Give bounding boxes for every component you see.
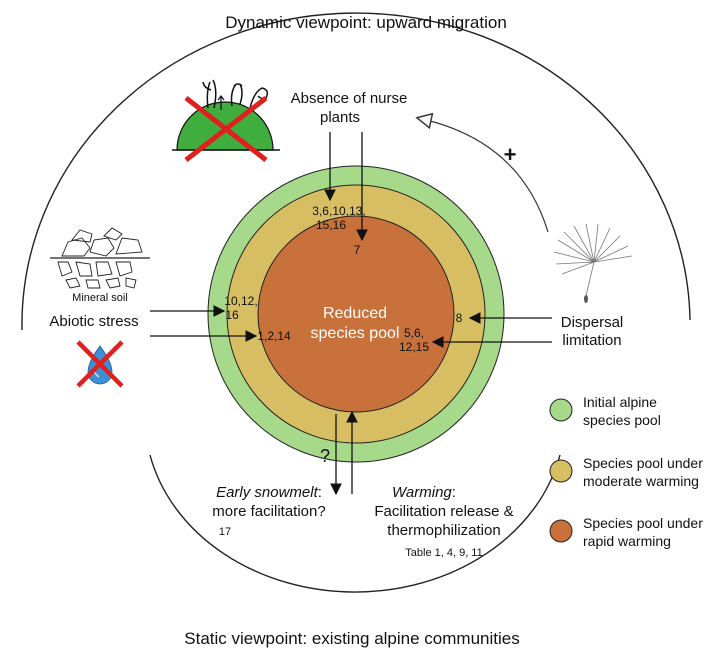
- snowmelt-label-line2: more facilitation?: [212, 503, 325, 520]
- nurse-plant-icon: [172, 79, 280, 151]
- legend-initial-line1: Initial alpine: [583, 394, 657, 410]
- legend-swatch-moderate: [549, 459, 573, 483]
- static-viewpoint-arc: [149, 454, 561, 593]
- dandelion-seed-icon: [553, 223, 633, 303]
- snowmelt-ref: 17: [219, 526, 231, 538]
- abiotic-stress-label: Abiotic stress: [49, 313, 138, 330]
- legend-moderate-line2: moderate warming: [583, 473, 699, 489]
- mineral-soil-icon: [50, 227, 150, 289]
- snowmelt-question-mark: ?: [320, 446, 330, 466]
- dispersal-label-line2: limitation: [562, 332, 621, 349]
- legend-rapid-line2: rapid warming: [583, 533, 671, 549]
- mineral-soil-label: Mineral soil: [72, 292, 128, 304]
- legend-initial-line2: species pool: [583, 412, 661, 428]
- warming-label-line2: Facilitation release &: [374, 503, 513, 520]
- warming-label-line1: Warming:: [392, 484, 456, 501]
- ref-right-outer: 8: [456, 311, 463, 325]
- ref-right-inner-1: 5,6,: [404, 326, 424, 340]
- warming-label-line3: thermophilization: [387, 522, 500, 539]
- static-viewpoint-title: Static viewpoint: existing alpine commun…: [184, 629, 519, 648]
- dispersal-plus-sign: +: [504, 142, 517, 167]
- water-drop-cross-icon: [76, 340, 124, 388]
- dynamic-viewpoint-title: Dynamic viewpoint: upward migration: [225, 13, 507, 32]
- center-label-line1: Reduced: [323, 305, 387, 322]
- warming-ref: Table 1, 4, 9, 11: [405, 547, 482, 559]
- dispersal-label-line1: Dispersal: [561, 314, 624, 331]
- ref-top-outer-1: 3,6,10,13,: [312, 204, 365, 218]
- nurse-label-line2: plants: [320, 109, 360, 126]
- legend-swatch-initial: [549, 398, 573, 422]
- legend-rapid-line1: Species pool under: [583, 515, 703, 531]
- legend-moderate-line1: Species pool under: [583, 455, 703, 471]
- dispersal-migration-arrow: [418, 118, 549, 233]
- ref-top-outer-2: 15,16: [316, 218, 346, 232]
- ref-right-inner-2: 12,15: [399, 340, 429, 354]
- legend-swatch-rapid: [549, 519, 573, 543]
- center-label-line2: species pool: [311, 325, 400, 342]
- nurse-label-line1: Absence of nurse: [291, 90, 408, 107]
- snowmelt-label-line1: Early snowmelt:: [216, 484, 322, 501]
- legend: Initial alpine species pool Species pool…: [549, 394, 703, 549]
- ref-top-inner: 7: [354, 243, 361, 257]
- ref-left-outer-1: 10,12,: [224, 294, 257, 308]
- dynamic-viewpoint-arc: [21, 12, 691, 331]
- ref-left-outer-2: 16: [225, 308, 239, 322]
- ref-left-inner: 1,2,14: [257, 329, 291, 343]
- nurse-plant-cross-icon: [184, 96, 268, 162]
